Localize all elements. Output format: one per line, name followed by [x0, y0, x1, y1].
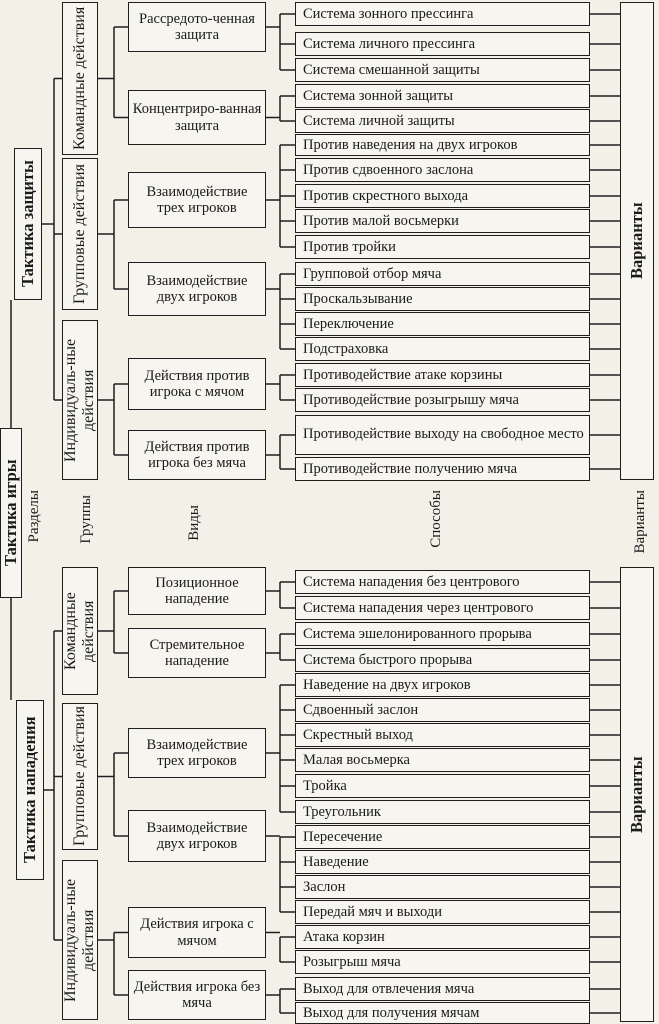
offense-method-1-0-5: Треугольник	[295, 800, 590, 824]
offense-method-1-0-0: Наведение на двух игроков	[295, 673, 590, 697]
defense-method-0-1-1: Система личной защиты	[295, 109, 590, 133]
offense-method-1-1-2: Заслон	[295, 875, 590, 899]
defense-method-2-1-1: Противодействие получению мяча	[295, 457, 590, 481]
defense-method-0-1-0: Система зонной защиты	[295, 84, 590, 108]
defense-method-2-0-1: Противодействие розыгрышу мяча	[295, 388, 590, 412]
defense-type-box-1-0: Взаимодействие трех игроков	[128, 172, 266, 228]
defense-method-0-0-1: Система личного прессинга	[295, 32, 590, 56]
label-types: Виды	[186, 505, 202, 541]
label-variants: Варианты	[632, 490, 648, 554]
offense-method-2-0-0: Атака корзин	[295, 925, 590, 949]
defense-type-box-2-0: Действия против игрока с мячом	[128, 358, 266, 410]
defense-type-box-1-1: Взаимодействие двух игроков	[128, 262, 266, 316]
defense-method-1-0-0: Против наведения на двух игроков	[295, 134, 590, 156]
defense-method-1-1-3: Подстраховка	[295, 337, 590, 361]
defense-type-box-2-1: Действия против игрока без мяча	[128, 430, 266, 480]
offense-type-box-0-0: Позиционное нападение	[128, 567, 266, 615]
offense-method-1-1-1: Наведение	[295, 850, 590, 874]
defense-method-1-0-2: Против скрестного выхода	[295, 184, 590, 208]
offense-method-2-1-0: Выход для отвлечения мяча	[295, 977, 590, 1001]
defense-method-1-0-4: Против тройки	[295, 235, 590, 259]
label-groups: Группы	[78, 495, 94, 544]
offense-method-1-0-1: Сдвоенный заслон	[295, 698, 590, 722]
defense-method-1-1-2: Переключение	[295, 312, 590, 336]
defense-group-box-0: Командные действия	[62, 2, 98, 155]
offense-group-box-1: Групповые действия	[62, 703, 98, 850]
offense-method-1-0-3: Малая восьмерка	[295, 748, 590, 772]
defense-type-box-0-1: Концентриро-ванная защита	[128, 90, 266, 145]
offense-method-2-0-1: Розыгрыш мяча	[295, 950, 590, 974]
offense-method-1-1-3: Передай мяч и выходи	[295, 900, 590, 924]
offense-type-box-1-1: Взаимодействие двух игроков	[128, 810, 266, 862]
offense-method-1-0-2: Скрестный выход	[295, 723, 590, 747]
offense-method-0-1-0: Система эшелонированного прорыва	[295, 622, 590, 646]
offense-method-1-0-4: Тройка	[295, 774, 590, 798]
offense-method-0-1-1: Система быстрого прорыва	[295, 648, 590, 672]
variants-box-defense: Варианты	[620, 2, 654, 480]
offense-type-box-0-1: Стремительное нападение	[128, 628, 266, 678]
offense-type-box-1-0: Взаимодействие трех игроков	[128, 728, 266, 778]
offense-method-0-0-0: Система нападения без центрового	[295, 570, 590, 594]
defense-group-box-1: Групповые действия	[62, 158, 98, 310]
offense-group-box-2: Индивидуаль-ные действия	[62, 860, 98, 1020]
offense-method-2-1-1: Выход для получения мячам	[295, 1002, 590, 1024]
offense-type-box-2-1: Действия игрока без мяча	[128, 970, 266, 1020]
defense-group-box-2: Индивидуаль-ные действия	[62, 320, 98, 480]
defense-method-1-0-1: Против сдвоенного заслона	[295, 158, 590, 182]
defense-method-0-0-2: Система смешанной защиты	[295, 58, 590, 82]
defense-method-2-1-0: Противодействие выходу на свободное мест…	[295, 415, 590, 455]
defense-method-2-0-0: Противодействие атаке корзины	[295, 363, 590, 387]
root-box: Тактика игры	[0, 428, 22, 598]
variants-box-offense: Варианты	[620, 567, 654, 1022]
offense-section-box: Тактика нападения	[16, 700, 44, 880]
label-methods: Способы	[428, 490, 444, 548]
defense-method-1-1-0: Групповой отбор мяча	[295, 262, 590, 286]
label-sections: Разделы	[26, 490, 42, 543]
offense-type-box-2-0: Действия игрока с мячом	[128, 907, 266, 958]
offense-group-box-0: Командные действия	[62, 567, 98, 695]
defense-type-box-0-0: Рассредото-ченная защита	[128, 2, 266, 52]
offense-method-0-0-1: Система нападения через центрового	[295, 596, 590, 620]
defense-method-0-0-0: Система зонного прессинга	[295, 2, 590, 26]
defense-method-1-1-1: Проскальзывание	[295, 287, 590, 311]
defense-method-1-0-3: Против малой восьмерки	[295, 209, 590, 233]
offense-method-1-1-0: Пересечение	[295, 825, 590, 849]
defense-section-box: Тактика защиты	[14, 148, 42, 300]
